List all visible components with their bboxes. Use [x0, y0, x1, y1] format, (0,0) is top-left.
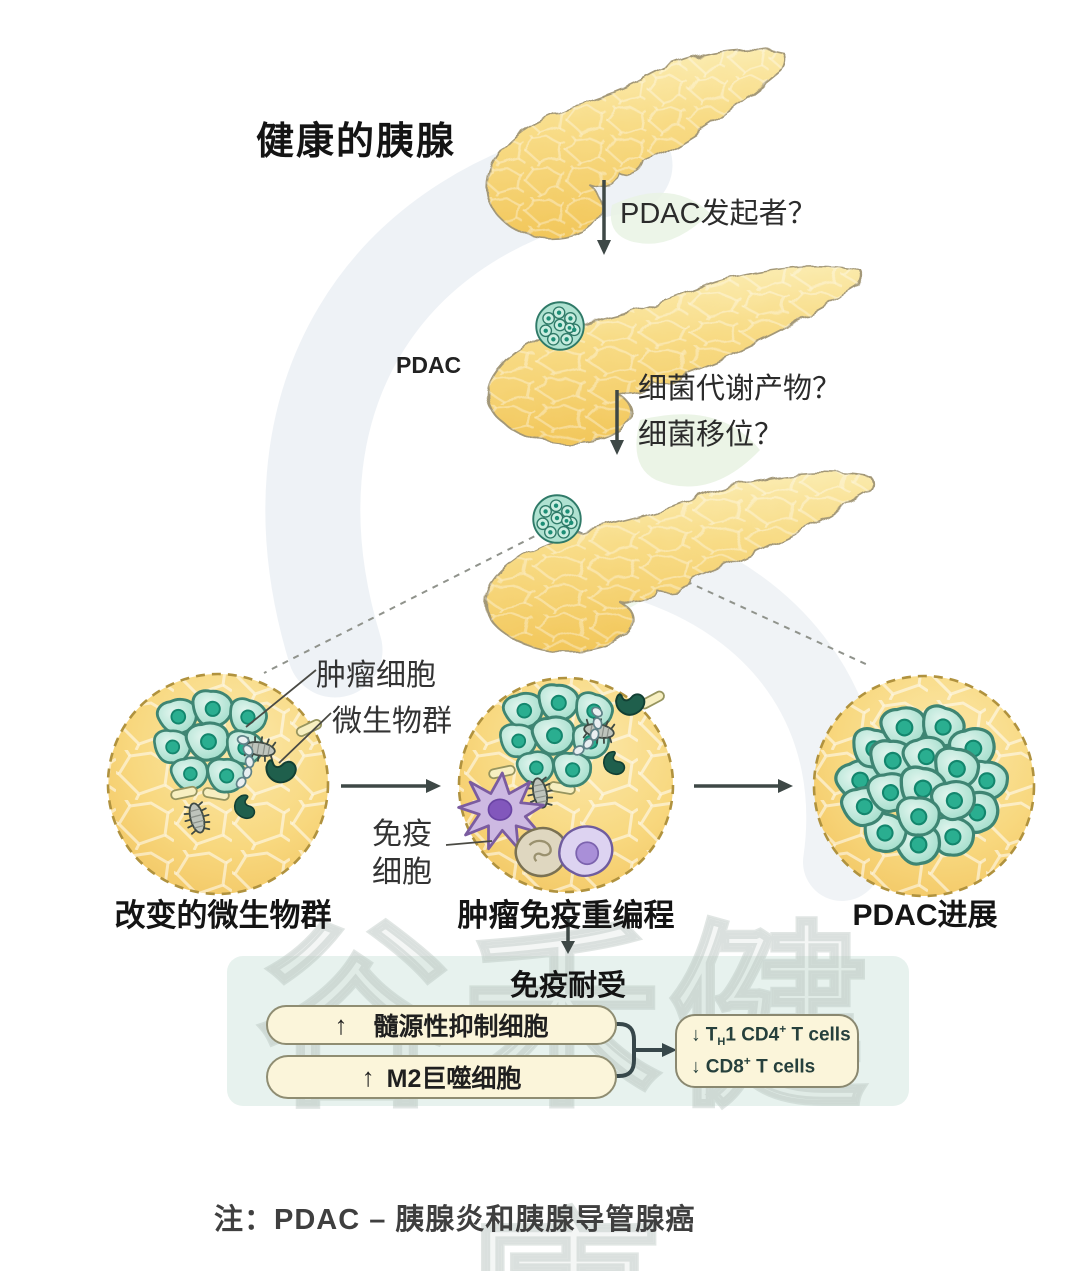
pdac-label: PDAC [396, 352, 462, 378]
tcell-line1-sup: + [779, 1021, 787, 1036]
arrow2-label-line1: 细菌代谢产物？ [638, 373, 842, 405]
immune-tolerance-heading: 免疫耐受 [509, 970, 626, 1002]
callout-leader-lines [245, 669, 493, 846]
m2-macrophage-increase-label: M2巨噬细胞 [386, 1065, 522, 1093]
tcell-line1-pre: ↓ T [691, 1024, 718, 1046]
arrow1-label: PDAC发起者？ [620, 198, 817, 230]
footnote: 注：PDAC – 胰腺炎和胰腺导管腺癌 [214, 1204, 696, 1236]
circle-pdac-progression [812, 674, 1036, 898]
callout-microbiome: 微生物群 [332, 705, 452, 738]
tumor-nodule-icon [535, 301, 585, 351]
up-arrow-icon: ↑ [361, 1061, 375, 1092]
callout-tumor-cells: 肿瘤细胞 [316, 659, 436, 692]
callout-immune-cells-line1: 免疫 [372, 818, 432, 851]
tcell-decrease-line1: ↓ TH1 CD4+ T cells [691, 1020, 857, 1052]
tcell-line2-pre: ↓ CD8 [691, 1055, 744, 1077]
right-arrow-icon [694, 779, 793, 793]
background-leaf [636, 414, 760, 487]
down-arrow-icon [610, 390, 624, 455]
down-arrow-icon [597, 180, 611, 255]
circle-immune-reprogramming [457, 676, 675, 894]
right-arrow-icon [341, 779, 441, 793]
tcell-line2-sup: + [743, 1053, 751, 1068]
background-leaf [610, 192, 710, 244]
bracket-arrow [611, 1022, 677, 1078]
caption-immune-reprogramming: 肿瘤免疫重编程 [457, 898, 675, 933]
tcell-line1-post: T cells [786, 1024, 851, 1046]
up-arrow-icon: ↑ [334, 1009, 348, 1040]
tcell-decrease-line2: ↓ CD8+ T cells [691, 1052, 857, 1083]
callout-immune-cells: 免疫 细胞 [372, 816, 432, 892]
down-arrow-icon [561, 919, 575, 954]
circle-altered-microbiome [106, 672, 330, 896]
mdsc-increase-box: ↑ 髓源性抑制细胞 [266, 1005, 617, 1045]
tcell-line2-post: T cells [750, 1055, 816, 1077]
caption-altered-microbiome: 改变的微生物群 [114, 898, 332, 933]
arrow2-label-line2: 细菌移位？ [638, 419, 784, 451]
tcell-line1-mid: 1 CD4 [725, 1024, 780, 1046]
m2-macrophage-increase-box: ↑ M2巨噬细胞 [266, 1055, 617, 1099]
mdsc-increase-label: 髓源性抑制细胞 [373, 1013, 549, 1041]
macrophage-icon [558, 825, 614, 878]
caption-pdac-progression: PDAC进展 [852, 899, 998, 932]
figure-title: 健康的胰腺 [256, 121, 457, 163]
callout-immune-cells-line2: 细胞 [372, 856, 432, 889]
tcell-decrease-box: ↓ TH1 CD4+ T cells ↓ CD8+ T cells [675, 1014, 859, 1088]
tcell-line1-sub: H [717, 1035, 726, 1048]
tumor-nodule-icon [532, 494, 582, 544]
